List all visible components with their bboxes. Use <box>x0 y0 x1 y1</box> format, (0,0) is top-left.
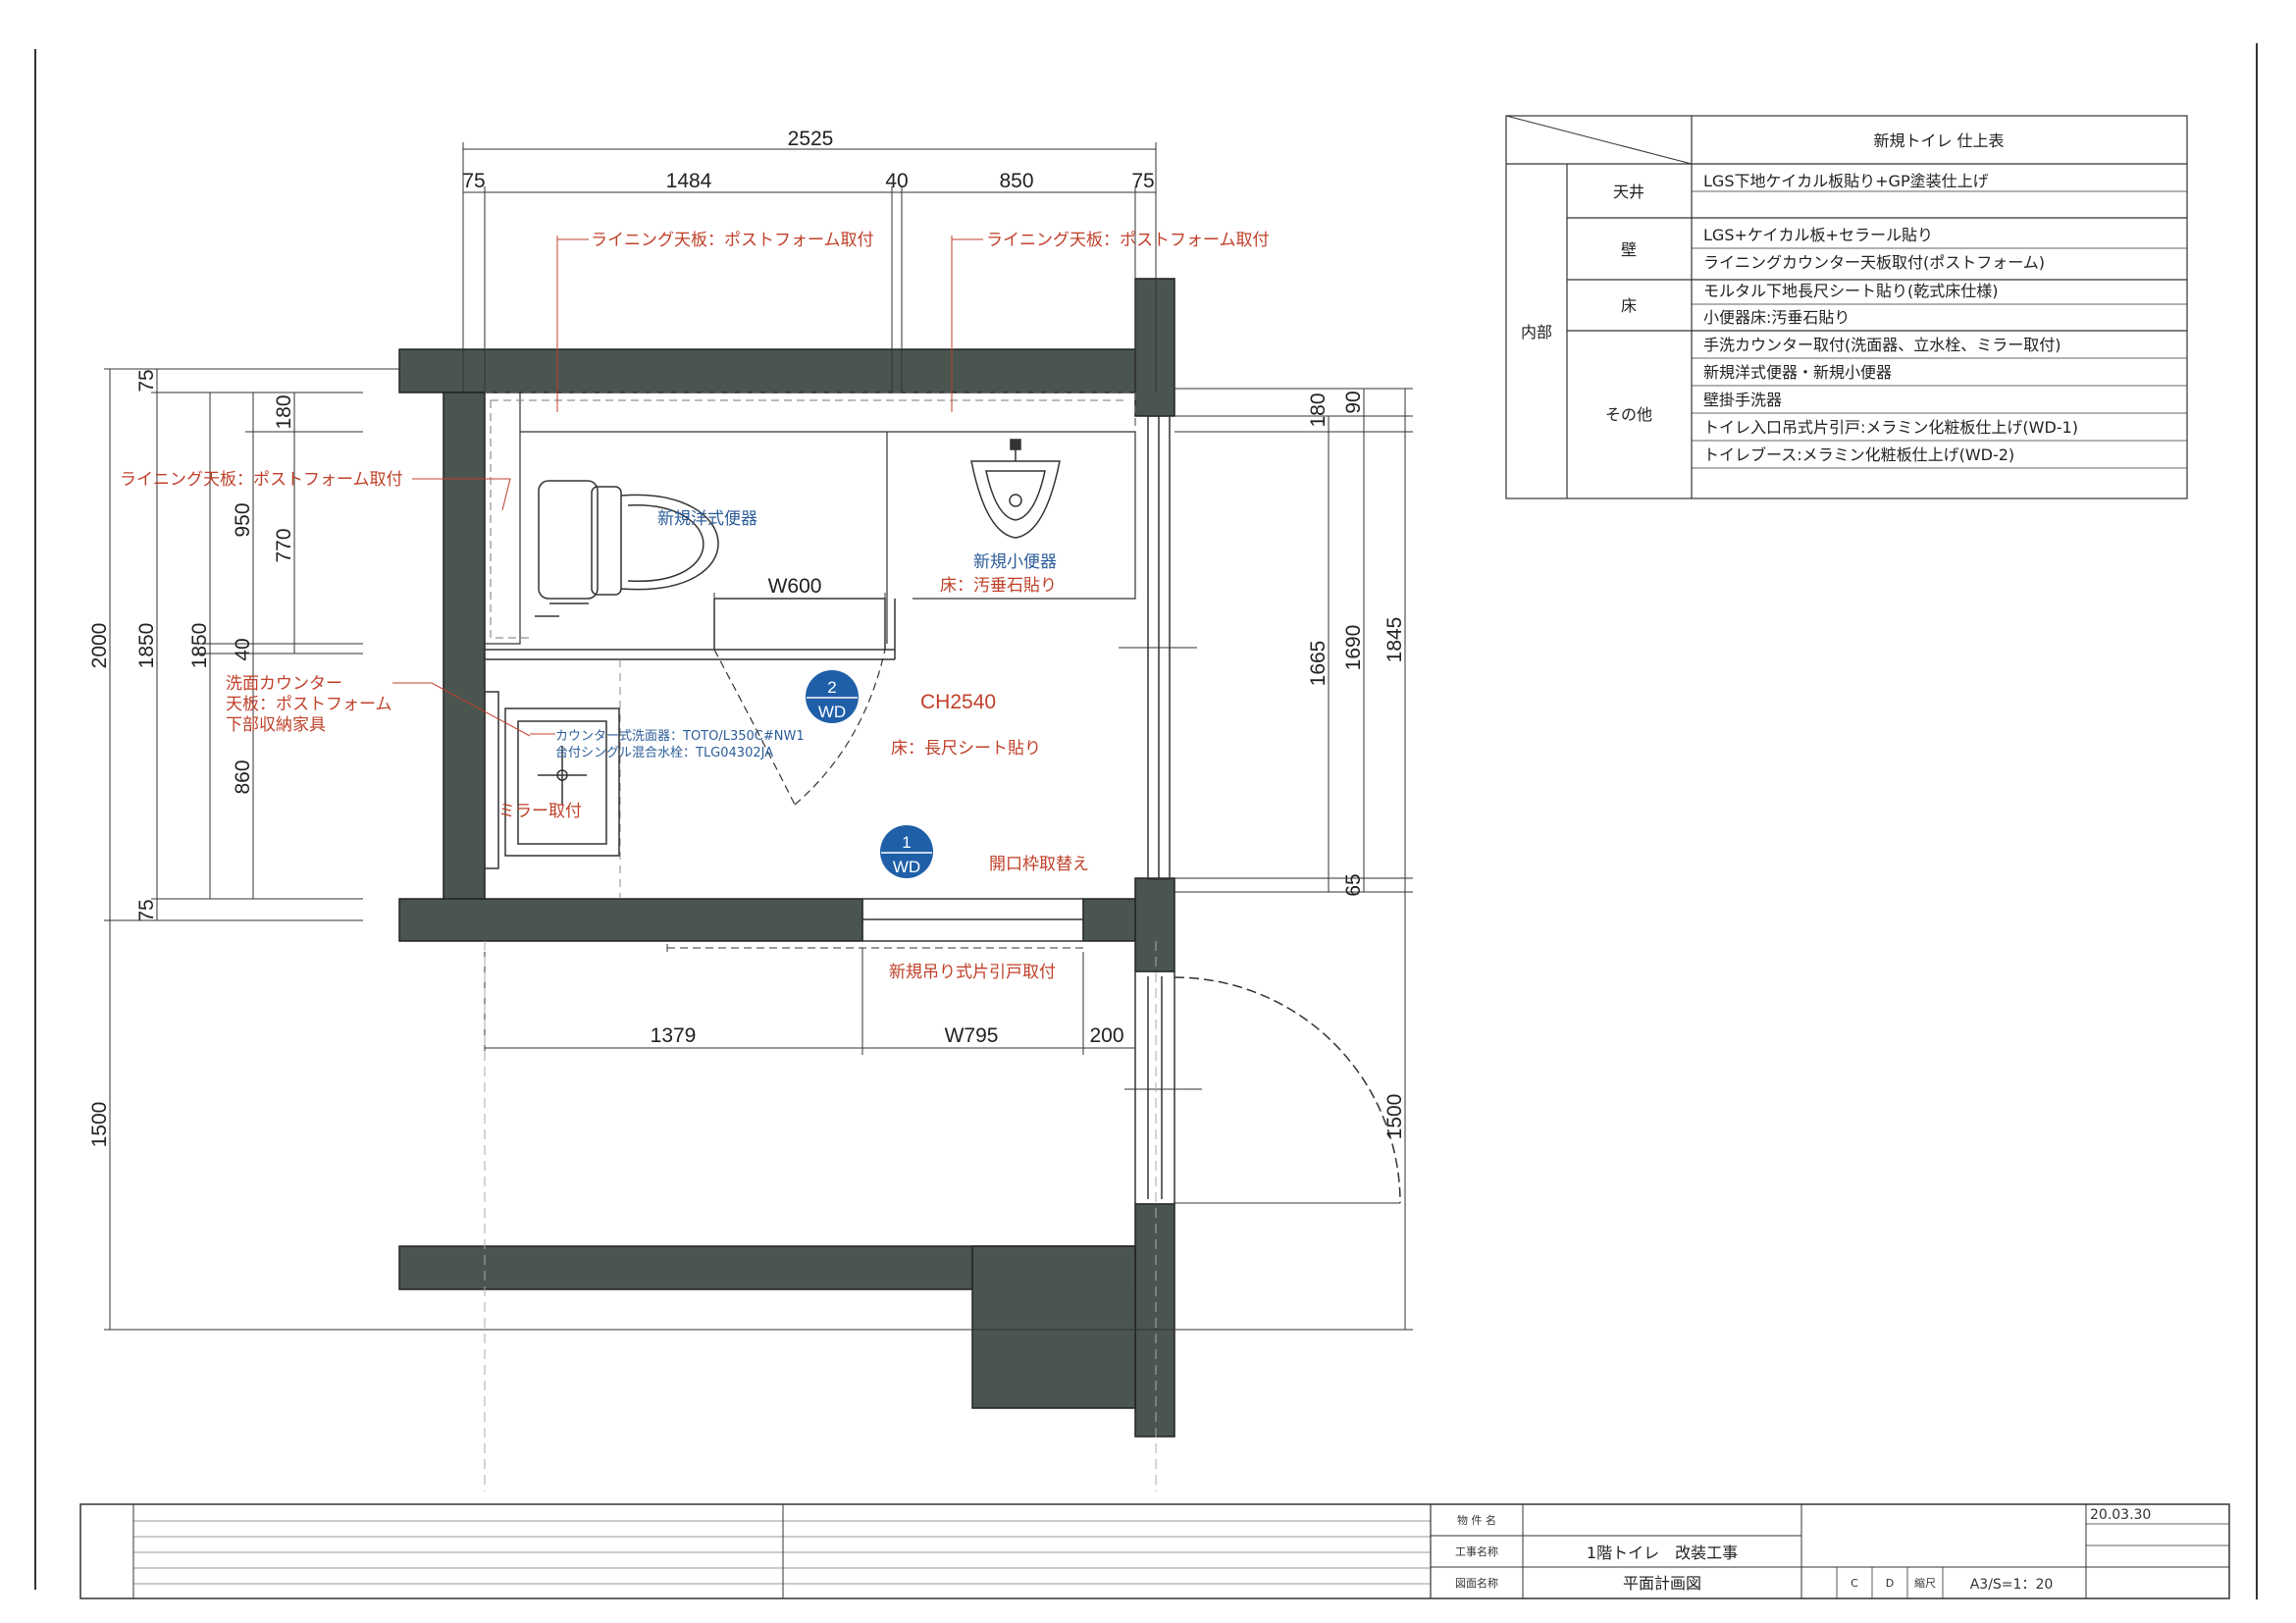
entrance-door <box>1124 970 1401 1205</box>
finish-item: LGS下地ケイカル板貼り+GP塗装仕上げ <box>1703 172 1989 190</box>
title-block-drawing-name: 平面計画図 <box>1623 1574 1701 1593</box>
dim-left-1850-a: 1850 <box>135 623 158 669</box>
door-tag-wd1-code: WD <box>893 858 920 876</box>
door-tag-wd2: 2 WD <box>806 670 859 723</box>
title-block-d: D <box>1886 1577 1894 1590</box>
dim-left-770: 770 <box>273 528 295 562</box>
wall-top <box>398 348 1143 393</box>
dim-top-1484: 1484 <box>666 170 712 192</box>
finish-cat-other: その他 <box>1605 405 1652 424</box>
door-tag-wd2-num: 2 <box>827 678 836 697</box>
dim-left-860: 860 <box>232 759 254 794</box>
title-block-scale: A3/S=1：20 <box>1970 1577 2054 1593</box>
western-toilet <box>535 480 719 617</box>
dim-right-180: 180 <box>1307 393 1330 427</box>
dim-right-65: 65 <box>1342 873 1365 896</box>
door-tag-wd2-circle <box>806 670 859 723</box>
leader-lines <box>392 236 983 737</box>
title-block-project-name: 1階トイレ 改装工事 <box>1587 1544 1738 1562</box>
dim-top-75-right: 75 <box>1131 170 1154 192</box>
dim-right-1845: 1845 <box>1383 617 1406 663</box>
finish-item: 小便器床:汚垂石貼り <box>1703 308 1850 327</box>
dim-left-180: 180 <box>273 394 295 429</box>
dim-top-75-left: 75 <box>462 170 485 192</box>
label-toilet: 新規洋式便器 <box>657 509 757 529</box>
sliding-door <box>666 898 1084 952</box>
finish-item: トイレブース:メラミン化粧板仕上げ(WD-2) <box>1703 445 2014 464</box>
dim-w600: W600 <box>768 575 822 598</box>
finish-table <box>1505 115 2188 499</box>
finish-cat-floor: 床 <box>1621 296 1637 315</box>
title-block-c: C <box>1851 1577 1858 1590</box>
finish-item: 新規洋式便器・新規小便器 <box>1703 363 1892 382</box>
dim-left-2000: 2000 <box>88 623 111 669</box>
dim-bottom-1379: 1379 <box>651 1024 697 1047</box>
label-urinal-floor: 床：汚垂石貼り <box>940 576 1057 596</box>
finish-table-section: 内部 <box>1521 323 1552 341</box>
wall-left <box>443 392 486 902</box>
finish-item: モルタル下地長尺シート貼り(乾式床仕様) <box>1703 282 1999 300</box>
label-vanity-3: 下部収納家具 <box>226 715 326 735</box>
label-vanity-2: 天板：ポストフォーム <box>226 695 392 714</box>
finish-item: 壁掛手洗器 <box>1703 391 1782 409</box>
door-tag-wd1-num: 1 <box>902 833 911 852</box>
dim-left-950: 950 <box>232 502 254 537</box>
dim-left-75-bottom: 75 <box>135 899 158 921</box>
label-ceiling-height: CH2540 <box>920 691 996 713</box>
label-lining-top-right: ライニング天板：ポストフォーム取付 <box>986 231 1270 250</box>
finish-item: LGS+ケイカル板+セラール貼り <box>1703 226 1933 244</box>
label-urinal: 新規小便器 <box>973 552 1057 572</box>
finish-item: ライニングカウンター天板取付(ポストフォーム) <box>1703 253 2045 272</box>
dim-right-1690: 1690 <box>1342 625 1365 671</box>
wall-column <box>971 1245 1136 1409</box>
door-tag-wd2-code: WD <box>818 703 846 721</box>
walls <box>398 278 1175 1438</box>
label-basin-1: カウンター式洗面器：TOTO/L350C#NW1 <box>555 729 805 744</box>
title-block <box>79 1503 2230 1599</box>
dim-top-40: 40 <box>885 170 908 192</box>
finish-cat-ceiling: 天井 <box>1613 183 1644 201</box>
door-tag-wd1-circle <box>880 825 933 878</box>
dim-right-1665: 1665 <box>1307 641 1330 687</box>
dim-top-total: 2525 <box>788 128 834 150</box>
wall-right-top <box>1134 278 1175 417</box>
dim-left-1500: 1500 <box>88 1102 111 1148</box>
title-block-drawing-label: 図面名称 <box>1455 1576 1498 1590</box>
title-block-date: 20.03.30 <box>2090 1507 2151 1523</box>
label-floor: 床：長尺シート貼り <box>891 739 1041 759</box>
dim-right-90: 90 <box>1342 391 1365 413</box>
door-tag-wd1: 1 WD <box>880 825 933 878</box>
finish-item: トイレ入口吊式片引戸:メラミン化粧板仕上げ(WD-1) <box>1703 418 2078 437</box>
wall-bottom-right <box>1082 898 1143 942</box>
dim-top-850: 850 <box>999 170 1033 192</box>
dim-right-1500: 1500 <box>1383 1094 1406 1140</box>
wall-right-bottom <box>1134 1203 1175 1438</box>
dim-left-40: 40 <box>232 638 254 660</box>
label-lining-top-left: ライニング天板：ポストフォーム取付 <box>591 231 874 250</box>
lining-counter <box>485 392 1136 645</box>
wall-right-mid <box>1134 877 1175 972</box>
wall-bottom-left <box>398 898 863 942</box>
finish-item: 手洗カウンター取付(洗面器、立水栓、ミラー取付) <box>1703 336 2061 354</box>
finish-cat-wall: 壁 <box>1621 240 1637 259</box>
dim-left-1850-b: 1850 <box>188 623 211 669</box>
title-block-scale-label: 縮尺 <box>1914 1576 1936 1590</box>
vanity-basin <box>484 691 620 869</box>
dimension-lines <box>104 142 1413 1492</box>
window <box>1119 415 1197 880</box>
dim-left-75-top: 75 <box>135 369 158 392</box>
label-vanity-1: 洗面カウンター <box>226 674 342 694</box>
urinal <box>970 439 1061 539</box>
label-mirror: ミラー取付 <box>498 802 582 821</box>
label-sliding-door: 新規吊り式片引戸取付 <box>889 963 1056 982</box>
dim-bottom-w795: W795 <box>945 1024 999 1047</box>
label-basin-2: 台付シングル混合水栓：TLG04302JA <box>555 746 773 760</box>
label-opening: 開口枠取替え <box>989 855 1089 874</box>
label-lining-left: ライニング天板：ポストフォーム取付 <box>120 470 403 490</box>
title-block-project-label: 工事名称 <box>1455 1544 1498 1558</box>
finish-table-title: 新規トイレ 仕上表 <box>1873 131 2004 150</box>
title-block-property-label: 物 件 名 <box>1457 1513 1496 1527</box>
dim-bottom-200: 200 <box>1089 1024 1123 1047</box>
